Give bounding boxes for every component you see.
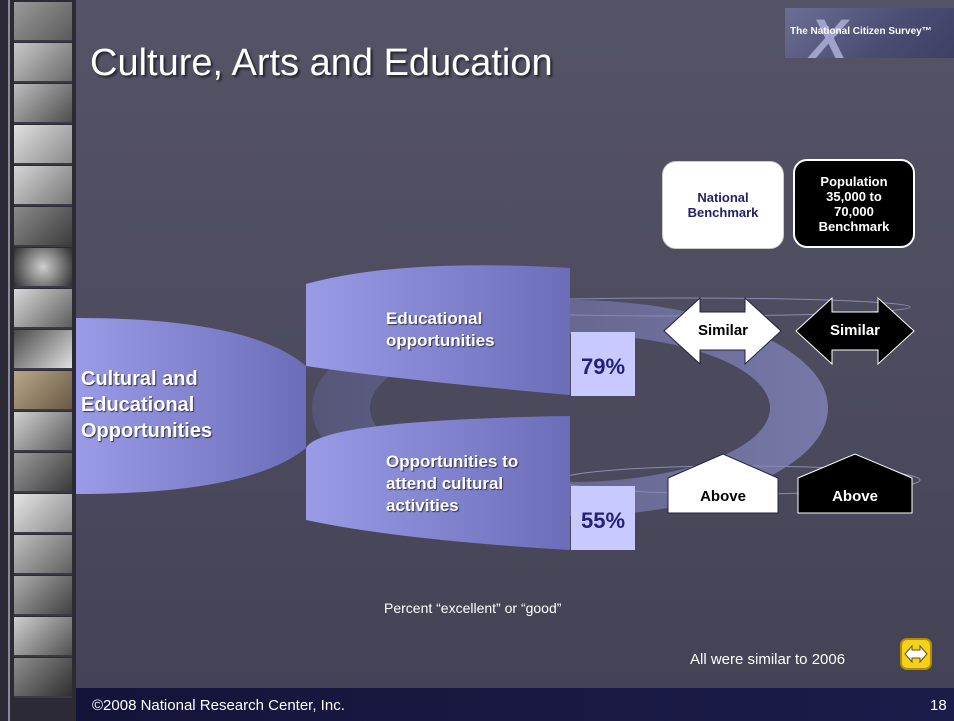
page-number: 18 <box>930 697 947 714</box>
strip-divider <box>8 0 10 721</box>
photo-tile <box>14 494 72 534</box>
logo-mark: X <box>810 7 848 70</box>
footnote: Percent “excellent” or “good” <box>384 600 562 616</box>
population-benchmark-box: Population 35,000 to 70,000 Benchmark <box>793 159 915 248</box>
photo-tile <box>14 658 72 698</box>
item-label-cultural: Opportunities to attend cultural activit… <box>386 452 519 515</box>
photo-tile <box>14 617 72 657</box>
population-benchmark-label: Population 35,000 to 70,000 Benchmark <box>818 173 890 234</box>
photo-tile <box>14 576 72 616</box>
lower-funnel <box>306 416 570 550</box>
photo-tile <box>14 43 72 83</box>
population-rating-cultural: Above <box>832 488 878 505</box>
nav-button[interactable] <box>900 638 932 670</box>
photo-tile <box>14 248 72 288</box>
national-benchmark-label: National Benchmark <box>687 190 759 220</box>
photo-strip <box>0 0 76 721</box>
national-benchmark-box: National Benchmark <box>662 161 784 249</box>
photo-tile <box>14 166 72 206</box>
footer-bar <box>76 688 954 721</box>
copyright-text: ©2008 National Research Center, Inc. <box>92 697 345 714</box>
percent-cultural: 55% <box>571 486 635 550</box>
photo-tile <box>14 125 72 165</box>
photo-tile <box>14 84 72 124</box>
left-right-arrow-icon <box>904 644 928 664</box>
similar-arrow-population <box>795 296 915 366</box>
similar-arrow-national <box>663 296 782 366</box>
upper-funnel <box>306 265 570 395</box>
photo-tile <box>14 330 72 370</box>
photo-tile <box>14 207 72 247</box>
percent-educational: 79% <box>571 332 635 396</box>
page-title: Culture, Arts and Education <box>90 42 553 84</box>
photo-tile <box>14 412 72 452</box>
main-category-block <box>76 318 306 494</box>
photo-tile <box>14 535 72 575</box>
above-arrow-national <box>667 453 779 514</box>
photo-tile <box>14 2 72 42</box>
population-rating-educational: Similar <box>829 322 881 339</box>
photo-tile <box>14 371 72 411</box>
main-category-label: Cultural and Educational Opportunities <box>81 368 213 442</box>
above-arrow-population <box>797 453 913 514</box>
survey-logo <box>785 8 954 58</box>
item-label-educational: Educational opportunities <box>386 309 495 350</box>
national-rating-educational: Similar <box>697 322 749 339</box>
logo-text: The National Citizen Survey™ <box>790 26 932 37</box>
photo-tile <box>14 453 72 493</box>
photo-tile <box>14 289 72 329</box>
comparison-note: All were similar to 2006 <box>690 651 846 668</box>
national-rating-cultural: Above <box>700 488 746 505</box>
